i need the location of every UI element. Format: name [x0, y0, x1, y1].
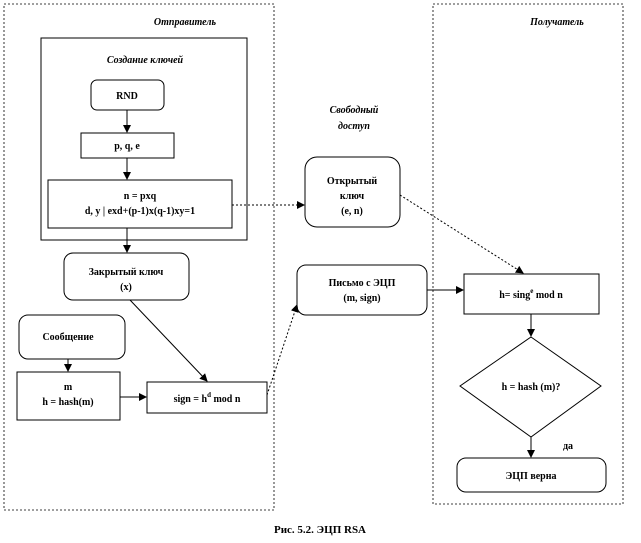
- key-params-line1: n = pxq: [124, 191, 157, 202]
- signed-letter-line2: (m, sign): [343, 293, 380, 304]
- yes-label: да: [563, 441, 573, 452]
- signature-valid-box: [456, 457, 607, 493]
- pqe-label: p, q, e: [114, 141, 140, 152]
- message-label: Сообщение: [42, 332, 94, 343]
- key-params-line2: d, y | exd+(p-1)x(q-1)xy=1: [85, 206, 195, 217]
- sender-title: Отправитель: [154, 17, 217, 28]
- arrow-private-key-to-sign: [129, 299, 208, 382]
- public-key-box: [304, 156, 401, 228]
- pqe-box: [80, 132, 175, 159]
- sign-formula-base: sign = h: [174, 394, 208, 405]
- arrow-public-key-to-receiver: [399, 194, 524, 274]
- message-box: [18, 314, 126, 360]
- rnd-label: RND: [116, 91, 138, 102]
- sign-box: [146, 381, 268, 414]
- key-creation-title: Создание ключей: [107, 55, 184, 66]
- receiver-hash-box: [463, 273, 600, 315]
- signed-letter-box: [296, 264, 428, 316]
- public-key-line3: (e, n): [341, 206, 363, 217]
- receiver-hash-base: h= sing: [499, 290, 530, 301]
- key-creation-region: [40, 37, 248, 241]
- private-key-box: [63, 252, 190, 301]
- receiver-title: Получатель: [529, 17, 584, 28]
- hash-line1: m: [64, 382, 73, 393]
- figure-caption: Рис. 5.2. ЭЦП RSA: [274, 524, 366, 536]
- hash-box: [16, 371, 121, 421]
- sign-formula-tail: mod n: [211, 394, 241, 405]
- public-key-line2: ключ: [340, 191, 365, 202]
- receiver-hash-exponent: e: [530, 287, 533, 295]
- hash-line2: h = hash(m): [42, 397, 93, 408]
- sign-formula: sign = hd mod n: [174, 391, 241, 405]
- free-access-title-line2: доступ: [338, 121, 370, 132]
- sign-formula-exponent: d: [207, 391, 211, 399]
- receiver-hash-tail: mod n: [533, 290, 563, 301]
- receiver-hash-formula: h= singe mod n: [499, 287, 563, 301]
- receiver-region: [432, 3, 624, 505]
- private-key-line1: Закрытый ключ: [89, 267, 164, 278]
- hash-check-label: h = hash (m)?: [502, 382, 561, 393]
- private-key-line2: (x): [120, 282, 132, 293]
- signature-valid-label: ЭЦП верна: [505, 471, 556, 482]
- free-access-title-line1: Свободный: [330, 105, 379, 116]
- arrow-sign-to-letter: [266, 304, 299, 396]
- public-key-line1: Открытый: [327, 176, 378, 187]
- signed-letter-line1: Письмо с ЭЦП: [329, 278, 396, 289]
- key-params-box: [47, 179, 233, 229]
